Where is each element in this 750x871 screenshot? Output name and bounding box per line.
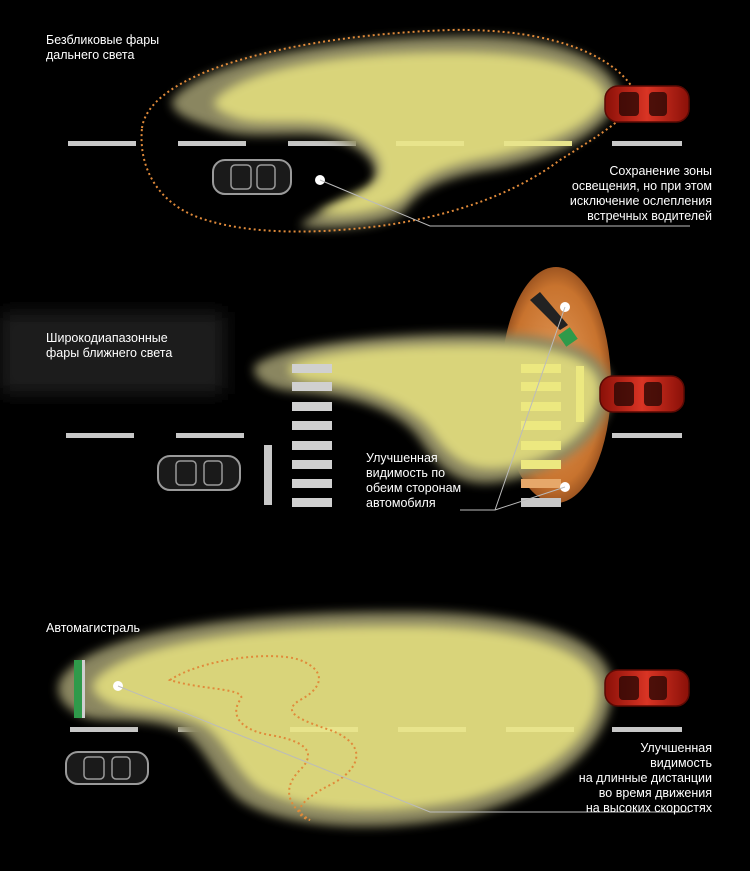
panel-1-callout-line-3: исключение ослепления: [569, 194, 712, 208]
panel-2-title-line-1: Широкодиапазонные: [46, 331, 168, 345]
panel-3-callout-line-4: во время движения: [598, 786, 712, 800]
panel-3-callout-line-3: на длинные дистанции: [578, 771, 712, 785]
crosswalk-right: [521, 364, 561, 507]
panel-1-callout-line-4: встречных водителей: [587, 209, 712, 223]
panel-3-highway: [58, 611, 690, 827]
panel-2-low-beam: [0, 267, 685, 511]
panel-3-title: Автомагистраль: [46, 621, 140, 636]
old-beam-outline: [167, 655, 358, 821]
oncoming-car-icon: [604, 669, 690, 707]
panel-1-high-beam: [68, 28, 690, 233]
oncoming-car-icon: [604, 85, 690, 123]
road-sign-icon: [74, 660, 85, 718]
pedestrian-icon: [530, 292, 578, 347]
beam-outline: [140, 28, 638, 233]
panel-3-title-line-1: Автомагистраль: [46, 621, 141, 635]
panel-1-callout-line-2: освещения, но при этом: [571, 179, 712, 193]
panel-1-title: Безбликовые фары дальнего света: [46, 33, 159, 63]
panel-3-callout-line-1: Улучшенная: [640, 741, 712, 755]
panel-2-title-line-2: фары ближнего света: [46, 346, 173, 360]
panel-3-callout-line-2: видимость: [650, 756, 712, 770]
panel-2-title: Широкодиапазонные фары ближнего света: [46, 331, 172, 361]
panel-2-callout-line-3: обеим сторонам: [366, 481, 462, 495]
panel-1-title-line-1: Безбликовые фары: [46, 33, 160, 47]
panel-1-callout-line-1: Сохранение зоны: [609, 164, 712, 178]
own-car-icon: [65, 751, 149, 785]
own-car-icon: [157, 455, 241, 491]
panel-3-callout-line-5: на высоких скоростях: [585, 801, 712, 815]
panel-3-callout: Улучшенная видимость на длинные дистанци…: [579, 741, 712, 816]
stop-line: [264, 445, 272, 505]
own-car-icon: [212, 159, 292, 195]
highway-beam-core: [92, 625, 599, 811]
panel-2-callout: Улучшенная видимость по обеим сторонам а…: [366, 451, 461, 511]
crosswalk-left: [292, 364, 332, 507]
panel-2-callout-line-2: видимость по: [366, 466, 446, 480]
panel-1-title-line-2: дальнего света: [46, 48, 135, 62]
panel-2-callout-line-1: Улучшенная: [366, 451, 438, 465]
oncoming-car-icon: [599, 375, 685, 413]
low-beam-core: [288, 344, 600, 469]
road-markings: [68, 141, 682, 146]
panel-2-callout-line-4: автомобиля: [366, 496, 436, 510]
high-beam-core: [214, 51, 606, 216]
panel-1-callout: Сохранение зоны освещения, но при этом и…: [570, 164, 712, 224]
